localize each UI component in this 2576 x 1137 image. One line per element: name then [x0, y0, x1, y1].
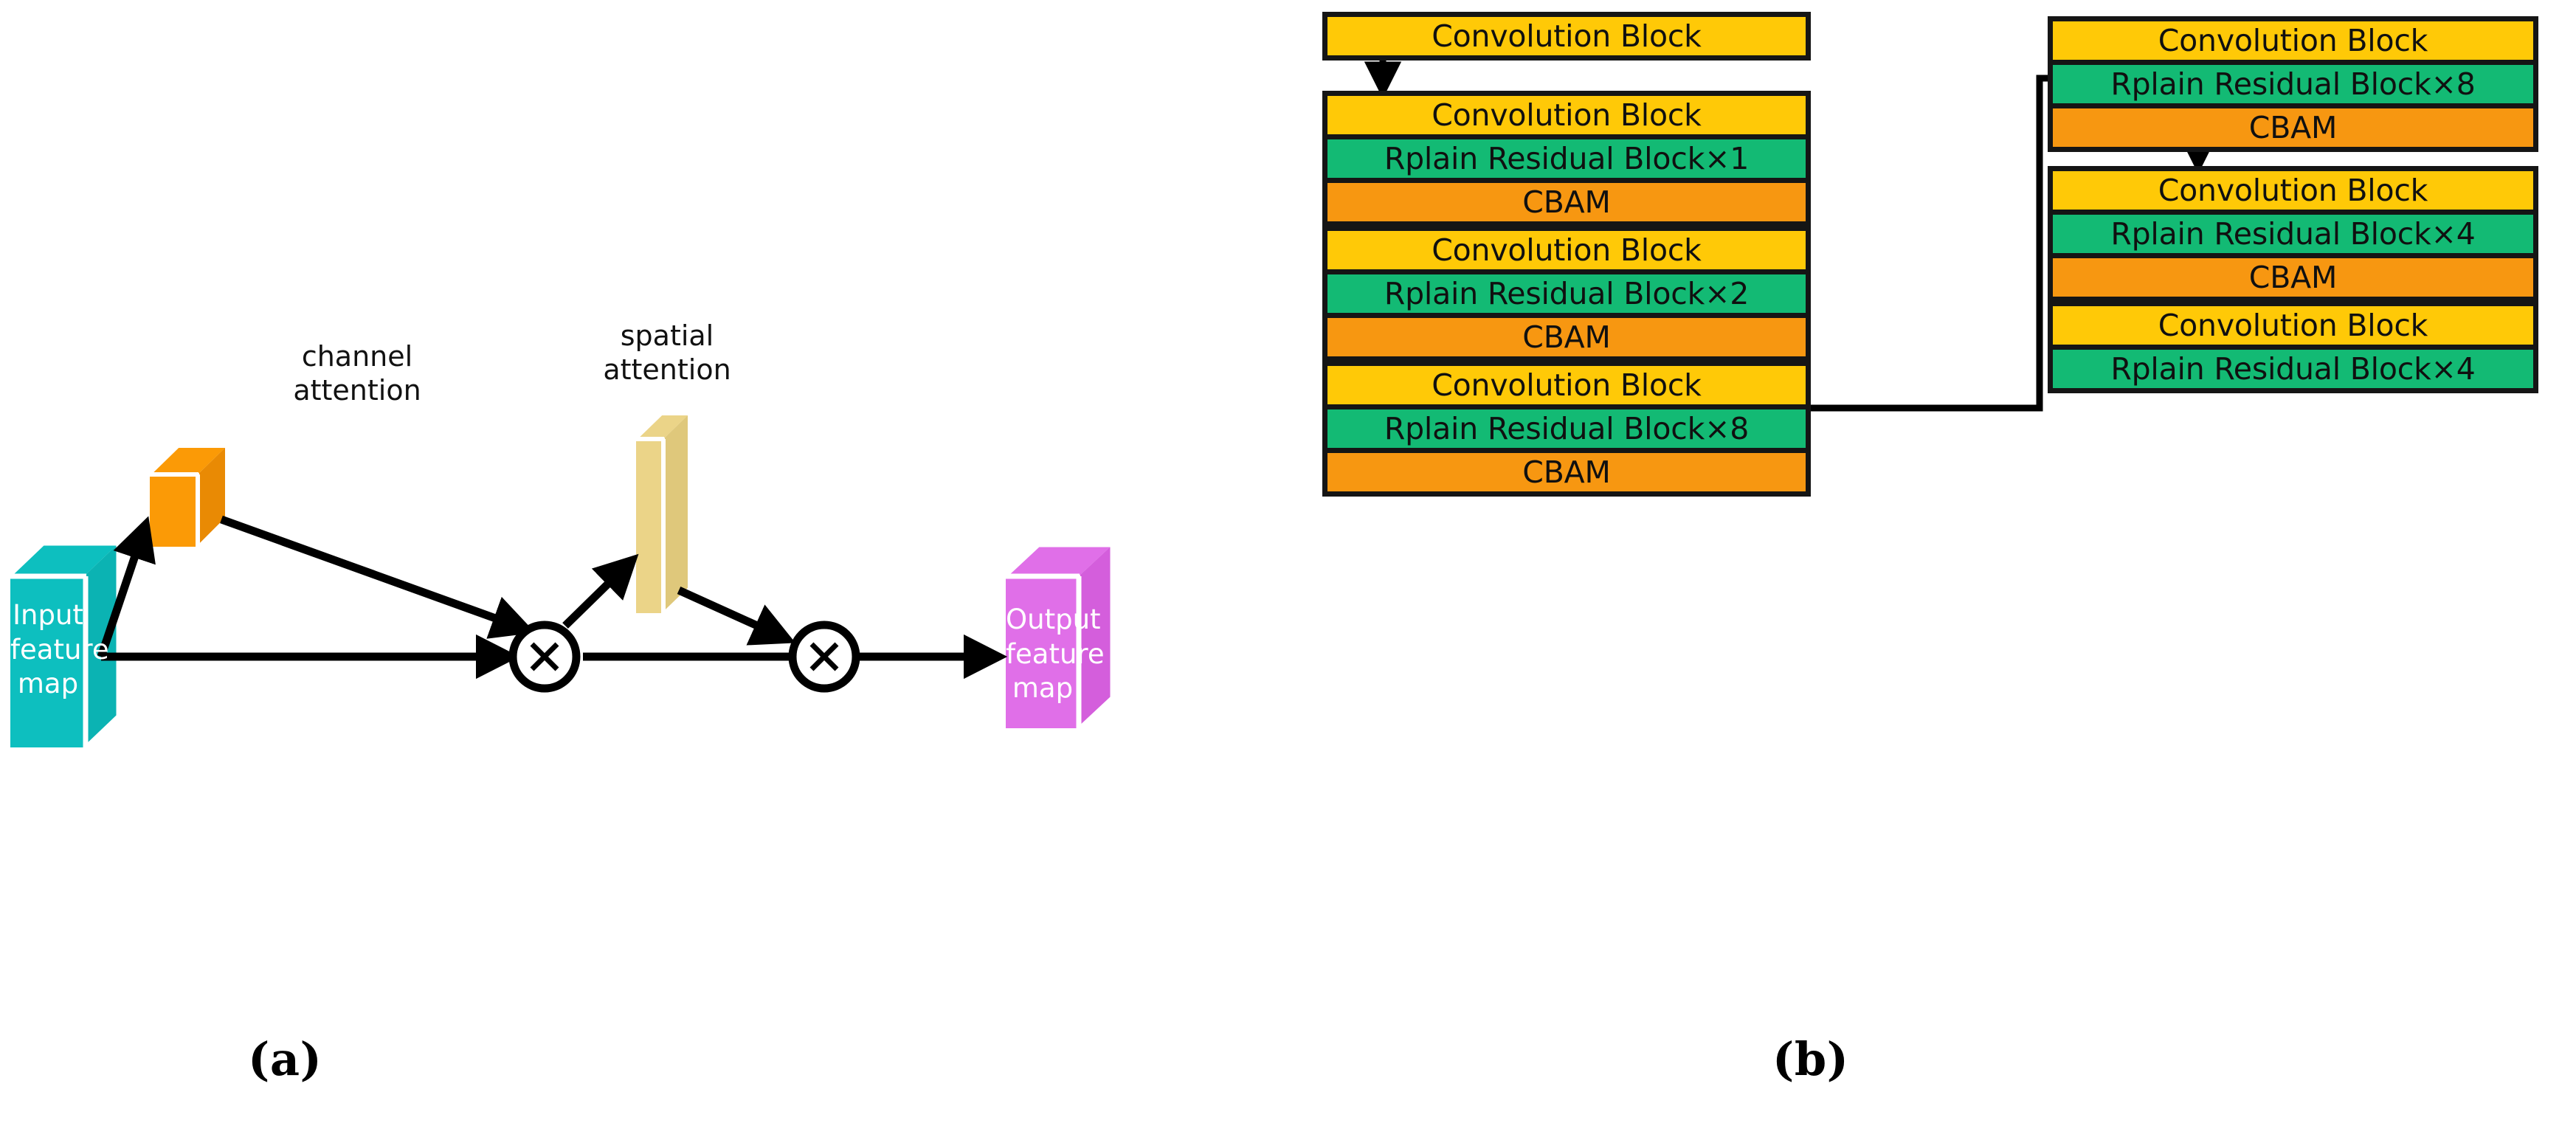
panel-a-arrows	[97, 515, 1008, 680]
output-feature-map-label: Output feature map	[1006, 604, 1105, 705]
row-cbam-stage-5: CBAM	[2053, 103, 2533, 147]
output-feature-map-cube	[1004, 542, 1116, 730]
panel-b-caption: (b)	[1772, 1032, 1849, 1086]
row-cbam-stage-3: CBAM	[1327, 313, 1806, 356]
row-res-stage-5: Rplain Residual Block×8	[2053, 60, 2533, 103]
arrow-channel-attention-to-multiply-1	[220, 515, 536, 639]
channel-attention-cube	[148, 443, 229, 549]
block-stage-1: Convolution Block	[1322, 12, 1811, 61]
panel-a-cbam-diagram: channel attention spatial attention Inpu…	[8, 319, 1116, 1086]
row-conv-stage-3: Convolution Block	[1327, 231, 1806, 269]
row-conv-stage-1: Convolution Block	[1327, 17, 1806, 55]
panel-a-caption: (a)	[248, 1032, 322, 1086]
row-cbam-stage-2: CBAM	[1327, 178, 1806, 221]
channel-attention-label: channel attention	[293, 340, 421, 407]
panel-a-arrows-layer	[8, 411, 1116, 750]
row-res-stage-3: Rplain Residual Block×2	[1327, 269, 1806, 313]
row-conv-stage-7: Convolution Block	[2053, 306, 2533, 345]
spatial-attention-label: spatial attention	[603, 319, 731, 387]
input-feature-map-label: Input feature map	[10, 599, 109, 700]
row-res-stage-6: Rplain Residual Block×4	[2053, 210, 2533, 253]
input-feature-map-cube	[8, 540, 122, 750]
row-cbam-stage-4: CBAM	[1327, 448, 1806, 491]
spatial-attention-slab	[634, 411, 692, 615]
arrow-spatial-attention-to-multiply-2	[677, 586, 796, 646]
row-res-stage-7: Rplain Residual Block×4	[2053, 345, 2533, 388]
row-conv-stage-5: Convolution Block	[2053, 21, 2533, 60]
multiply-node-1	[508, 621, 581, 693]
row-conv-stage-6: Convolution Block	[2053, 171, 2533, 210]
row-conv-stage-4: Convolution Block	[1327, 366, 1806, 404]
arrow-input-to-channel-attention	[97, 516, 156, 658]
arrow-multiply-1-to-spatial-attention	[562, 553, 639, 629]
row-cbam-stage-6: CBAM	[2053, 253, 2533, 297]
multiply-node-2	[788, 621, 860, 693]
row-res-stage-4: Rplain Residual Block×8	[1327, 404, 1806, 448]
row-conv-stage-2: Convolution Block	[1327, 96, 1806, 134]
row-res-stage-2: Rplain Residual Block×1	[1327, 134, 1806, 178]
